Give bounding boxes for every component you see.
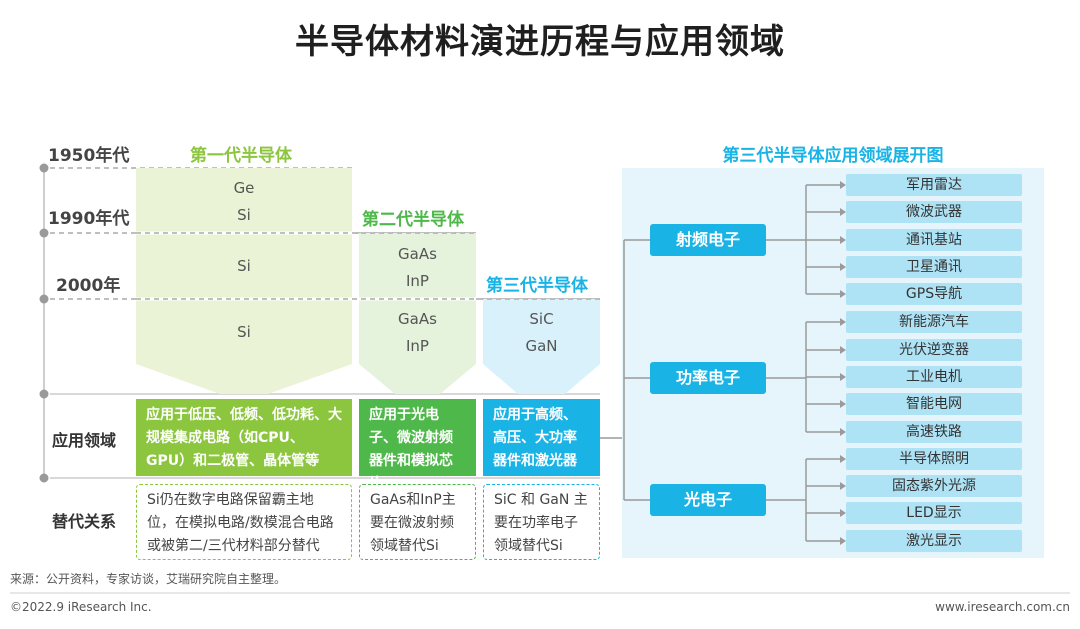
leaf-item: 工业电机	[846, 366, 1022, 388]
era-dot-4	[39, 389, 49, 399]
leaf-item: 激光显示	[846, 530, 1022, 552]
gen1-application-box: 应用于低压、低频、低功耗、大规模集成电路（如CPU、GPU）和二极管、晶体管等	[136, 399, 352, 476]
material-label: Ge	[233, 179, 255, 197]
gen2-application-box: 应用于光电子、微波射频器件和模拟芯片	[359, 399, 476, 492]
leaf-item: LED显示	[846, 502, 1022, 524]
era-dot-3	[39, 294, 49, 304]
era-dot-2	[39, 228, 49, 238]
gen1-replacement-box: Si仍在数字电路保留霸主地位，在模拟电路/数模混合电路或被第二/三代材料部分替代	[136, 484, 352, 560]
era-label-2000: 2000年	[56, 276, 121, 296]
material-label: GaAs	[398, 245, 437, 263]
gen2-replacement-box: GaAs和InP主要在微波射频领域替代Si	[359, 484, 476, 560]
leaf-item: GPS导航	[846, 283, 1022, 305]
row-label-application: 应用领域	[52, 431, 117, 450]
leaf-item: 通讯基站	[846, 229, 1022, 251]
material-label: GaAs	[398, 310, 437, 328]
page-title: 半导体材料演进历程与应用领域	[295, 22, 785, 62]
category-power-electronics: 功率电子	[650, 362, 766, 394]
material-label: Si	[237, 257, 251, 275]
era-dot-1	[39, 163, 49, 173]
leaf-item: 卫星通讯	[846, 256, 1022, 278]
gen3-application-box: 应用于高频、高压、大功率器件和激光器	[483, 399, 600, 476]
material-label: SiC	[529, 310, 554, 328]
gen1-column-bg	[136, 168, 352, 394]
gen2-column-bg	[359, 233, 476, 394]
era-label-1950s: 1950年代	[48, 146, 130, 166]
category-rf-electronics: 射频电子	[650, 224, 766, 256]
gen1-materials-row3: Si	[136, 319, 352, 346]
gen3-materials-row1: SiC GaN	[483, 306, 600, 360]
era-label-1990s: 1990年代	[48, 209, 130, 229]
gen2-materials-row2: GaAs InP	[359, 306, 476, 360]
gen3-column-bg	[483, 299, 600, 394]
gen3-replacement-box: SiC 和 GaN 主要在功率电子领域替代Si	[483, 484, 600, 560]
leaf-item: 高速铁路	[846, 421, 1022, 443]
leaf-item: 新能源汽车	[846, 311, 1022, 333]
material-label: GaN	[525, 337, 558, 355]
material-label: InP	[406, 272, 429, 290]
website: www.iresearch.com.cn	[935, 600, 1070, 614]
category-optoelectronics: 光电子	[650, 484, 766, 516]
source-note: 来源：公开资料，专家访谈，艾瑞研究院自主整理。	[10, 572, 287, 586]
gen1-title: 第一代半导体	[190, 146, 292, 166]
expansion-title: 第三代半导体应用领域展开图	[722, 146, 944, 166]
copyright: ©2022.9 iResearch Inc.	[10, 600, 152, 614]
leaf-item: 智能电网	[846, 393, 1022, 415]
leaf-item: 微波武器	[846, 201, 1022, 223]
gen3-title: 第三代半导体	[486, 276, 588, 296]
gen2-materials-row1: GaAs InP	[359, 241, 476, 295]
leaf-item: 固态紫外光源	[846, 475, 1022, 497]
gen2-title: 第二代半导体	[362, 210, 464, 230]
leaf-item: 光伏逆变器	[846, 339, 1022, 361]
leaf-item: 军用雷达	[846, 174, 1022, 196]
material-label: Si	[237, 323, 251, 341]
gen1-materials-row1: Ge Si	[136, 175, 352, 229]
material-label: InP	[406, 337, 429, 355]
gen1-materials-row2: Si	[136, 253, 352, 280]
era-dot-5	[39, 473, 49, 483]
row-label-replacement: 替代关系	[52, 512, 117, 531]
material-label: Si	[237, 206, 251, 224]
leaf-item: 半导体照明	[846, 448, 1022, 470]
